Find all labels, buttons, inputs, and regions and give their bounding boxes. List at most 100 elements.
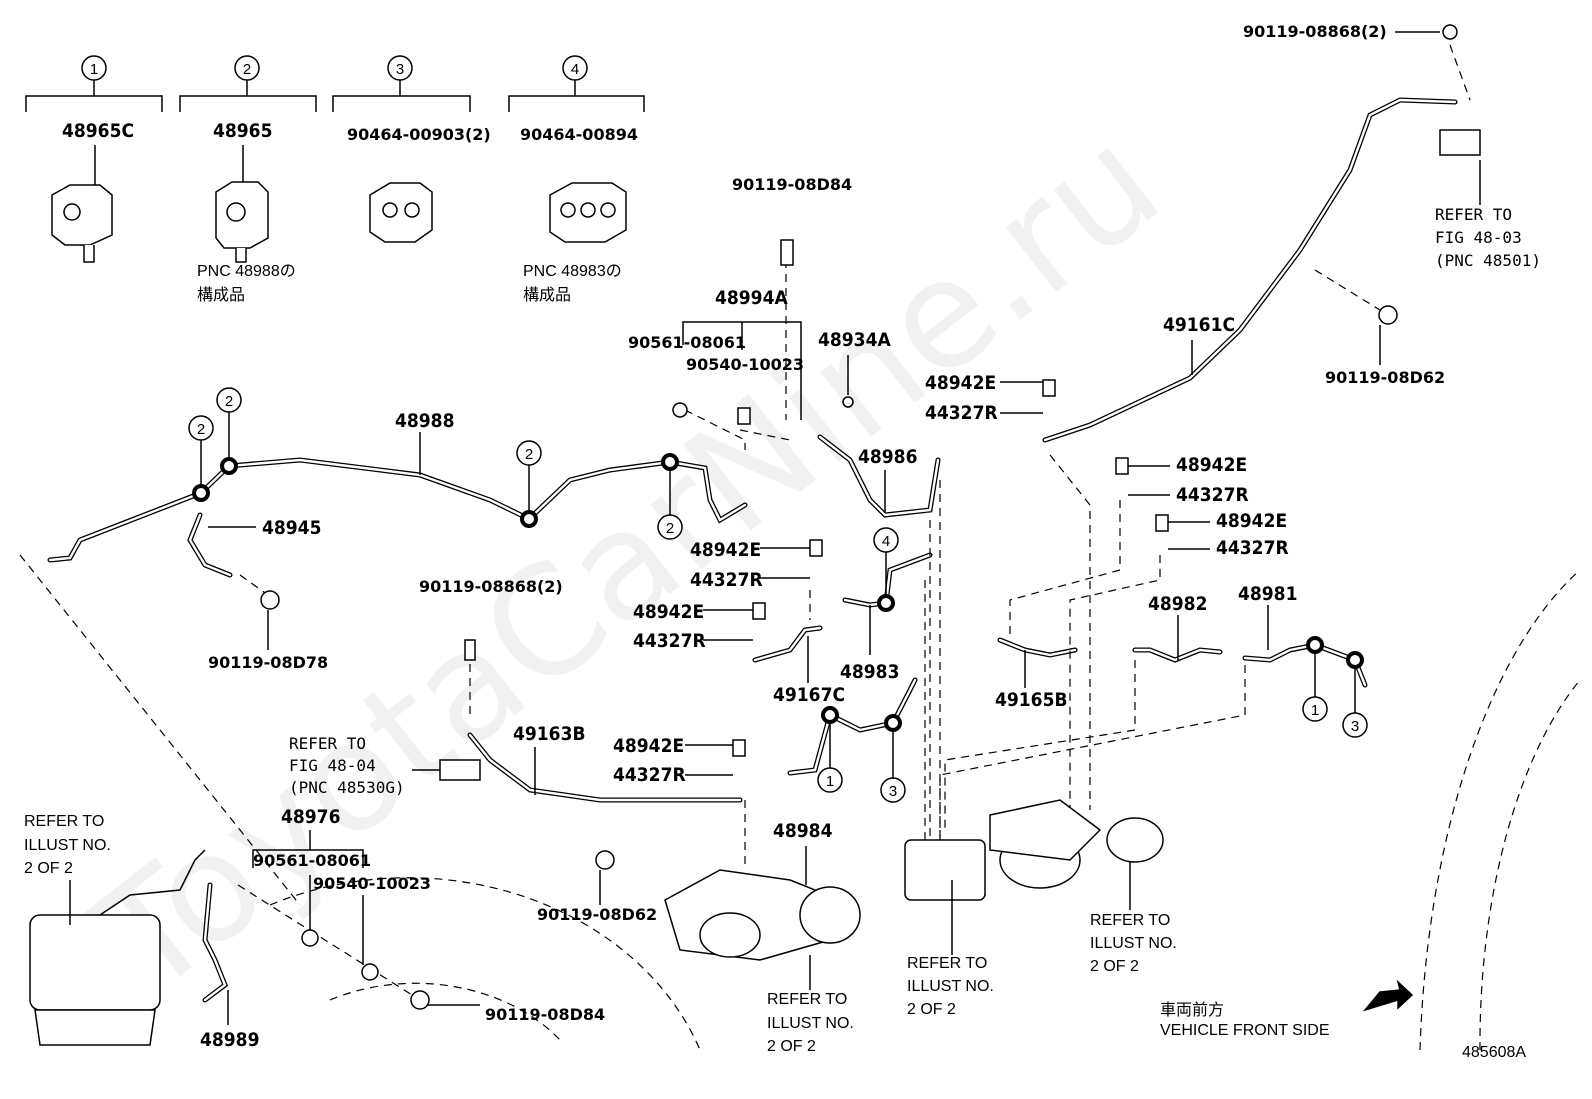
part-label[interactable]: 90119-08D84: [485, 1005, 605, 1024]
note: 構成品: [197, 286, 245, 304]
part-label[interactable]: 49161C: [1163, 314, 1235, 336]
callout-circle: 2: [657, 469, 683, 540]
svg-text:3: 3: [396, 61, 404, 78]
part-label[interactable]: 44327R: [633, 630, 706, 652]
part-label[interactable]: 90119-08868(2): [419, 577, 563, 596]
note: ILLUST NO.: [907, 978, 994, 995]
callout-circle: 4: [562, 55, 588, 81]
part-label[interactable]: 48983: [840, 661, 899, 683]
part-label[interactable]: 90119-08D62: [537, 905, 657, 924]
callout-circle: 2: [234, 55, 260, 81]
part-label[interactable]: 90540-10023: [313, 874, 431, 893]
part-label[interactable]: 48942E: [925, 372, 996, 394]
note: ILLUST NO.: [1090, 935, 1177, 952]
part-label[interactable]: 90540-10023: [686, 355, 804, 374]
clamp-48965C-drawing: [51, 184, 113, 263]
svg-text:1: 1: [1311, 702, 1319, 719]
part-label[interactable]: 48945: [262, 517, 321, 539]
svg-text:2: 2: [197, 421, 205, 438]
leader-lines: [69, 31, 1481, 1025]
note: 2 OF 2: [767, 1038, 816, 1055]
callout-circle: 2: [216, 387, 242, 459]
svg-text:4: 4: [571, 61, 579, 78]
note: (PNC 48501): [1435, 251, 1541, 270]
bolts-and-fittings: [260, 24, 1481, 1012]
header-legend: 1 2 3 4 48965C 48965 90464-00903(2) 9046…: [25, 55, 645, 304]
part-label[interactable]: 90464-00894: [520, 125, 638, 144]
note: (PNC 48530G): [289, 778, 405, 797]
part-label[interactable]: 44327R: [925, 402, 998, 424]
part-label[interactable]: 48984: [773, 820, 833, 842]
svg-text:2: 2: [243, 61, 251, 78]
note: ILLUST NO.: [767, 1015, 854, 1032]
part-label[interactable]: 48965C: [62, 120, 134, 142]
note: PNC 48983の: [523, 263, 622, 280]
part-label[interactable]: 44327R: [1216, 537, 1289, 559]
part-label[interactable]: 90464-00903(2): [347, 125, 491, 144]
part-label[interactable]: 48965: [213, 120, 272, 142]
part-label[interactable]: 48942E: [1176, 454, 1247, 476]
callout-circle: 2: [188, 415, 214, 486]
part-label[interactable]: 90119-08D78: [208, 653, 328, 672]
callout-circle: 1: [817, 722, 843, 793]
brake-lines: [47, 97, 1458, 1003]
clamp-90464-00894-drawing: [549, 182, 627, 243]
svg-text:2: 2: [525, 446, 533, 463]
part-label[interactable]: 48981: [1238, 583, 1297, 605]
callout-circle: 4: [873, 527, 899, 596]
callout-circle: 3: [387, 55, 413, 81]
part-label[interactable]: 44327R: [690, 569, 763, 591]
part-label[interactable]: 90561-08061: [628, 333, 746, 352]
part-label[interactable]: 90119-08D84: [732, 175, 852, 194]
note: REFER TO: [767, 991, 847, 1008]
note: FIG 48-03: [1435, 228, 1522, 247]
part-label[interactable]: 90561-08061: [253, 851, 371, 870]
note: 構成品: [523, 286, 571, 304]
part-label[interactable]: 48942E: [1216, 510, 1287, 532]
part-label[interactable]: 44327R: [1176, 484, 1249, 506]
svg-text:2: 2: [225, 393, 233, 410]
note: REFER TO: [907, 955, 987, 972]
guide-lines: [19, 44, 1581, 1051]
part-label[interactable]: 48976: [281, 806, 340, 828]
part-label[interactable]: 49163B: [513, 723, 586, 745]
vehicle-front-label-jp: 車両前方: [1160, 1001, 1224, 1019]
part-label[interactable]: 48982: [1148, 593, 1207, 615]
illustration-id: 485608A: [1462, 1044, 1526, 1061]
svg-text:1: 1: [826, 773, 834, 790]
part-label[interactable]: 48989: [200, 1029, 259, 1051]
actuator-assembly-left: [29, 849, 206, 1046]
note: REFER TO: [24, 813, 104, 830]
note: ILLUST NO.: [24, 837, 111, 854]
callout-circle: 1: [81, 55, 107, 81]
part-label[interactable]: 48942E: [690, 539, 761, 561]
svg-text:3: 3: [1351, 718, 1359, 735]
svg-text:2: 2: [666, 520, 674, 537]
callout-circle: 3: [1342, 667, 1368, 738]
note: REFER TO: [1435, 205, 1512, 224]
callout-circle: 1: [1302, 652, 1328, 722]
part-label[interactable]: 48986: [858, 446, 917, 468]
callout-circle: 3: [880, 730, 906, 803]
part-label[interactable]: 48994A: [715, 287, 788, 309]
part-label[interactable]: 49165B: [995, 689, 1068, 711]
note: 2 OF 2: [1090, 958, 1139, 975]
clamp-48965-drawing: [215, 181, 269, 263]
part-label[interactable]: 90119-08D62: [1325, 368, 1445, 387]
part-label[interactable]: 48988: [395, 410, 454, 432]
note: PNC 48988の: [197, 263, 296, 280]
part-label[interactable]: 49167C: [773, 684, 845, 706]
part-label[interactable]: 48934A: [818, 329, 891, 351]
note: FIG 48-04: [289, 756, 376, 775]
part-label[interactable]: 90119-08868(2): [1243, 22, 1387, 41]
note: REFER TO: [289, 734, 366, 753]
part-label[interactable]: 44327R: [613, 764, 686, 786]
part-labels: 90119-08868(2) REFER TO FIG 48-03 (PNC 4…: [24, 22, 1541, 1061]
note: REFER TO: [1090, 912, 1170, 929]
vehicle-front-label: VEHICLE FRONT SIDE: [1160, 1022, 1330, 1039]
clamp-90464-00903-drawing: [369, 182, 433, 243]
part-label[interactable]: 48942E: [633, 601, 704, 623]
abs-actuator-center: [904, 799, 1164, 901]
part-label[interactable]: 48942E: [613, 735, 684, 757]
